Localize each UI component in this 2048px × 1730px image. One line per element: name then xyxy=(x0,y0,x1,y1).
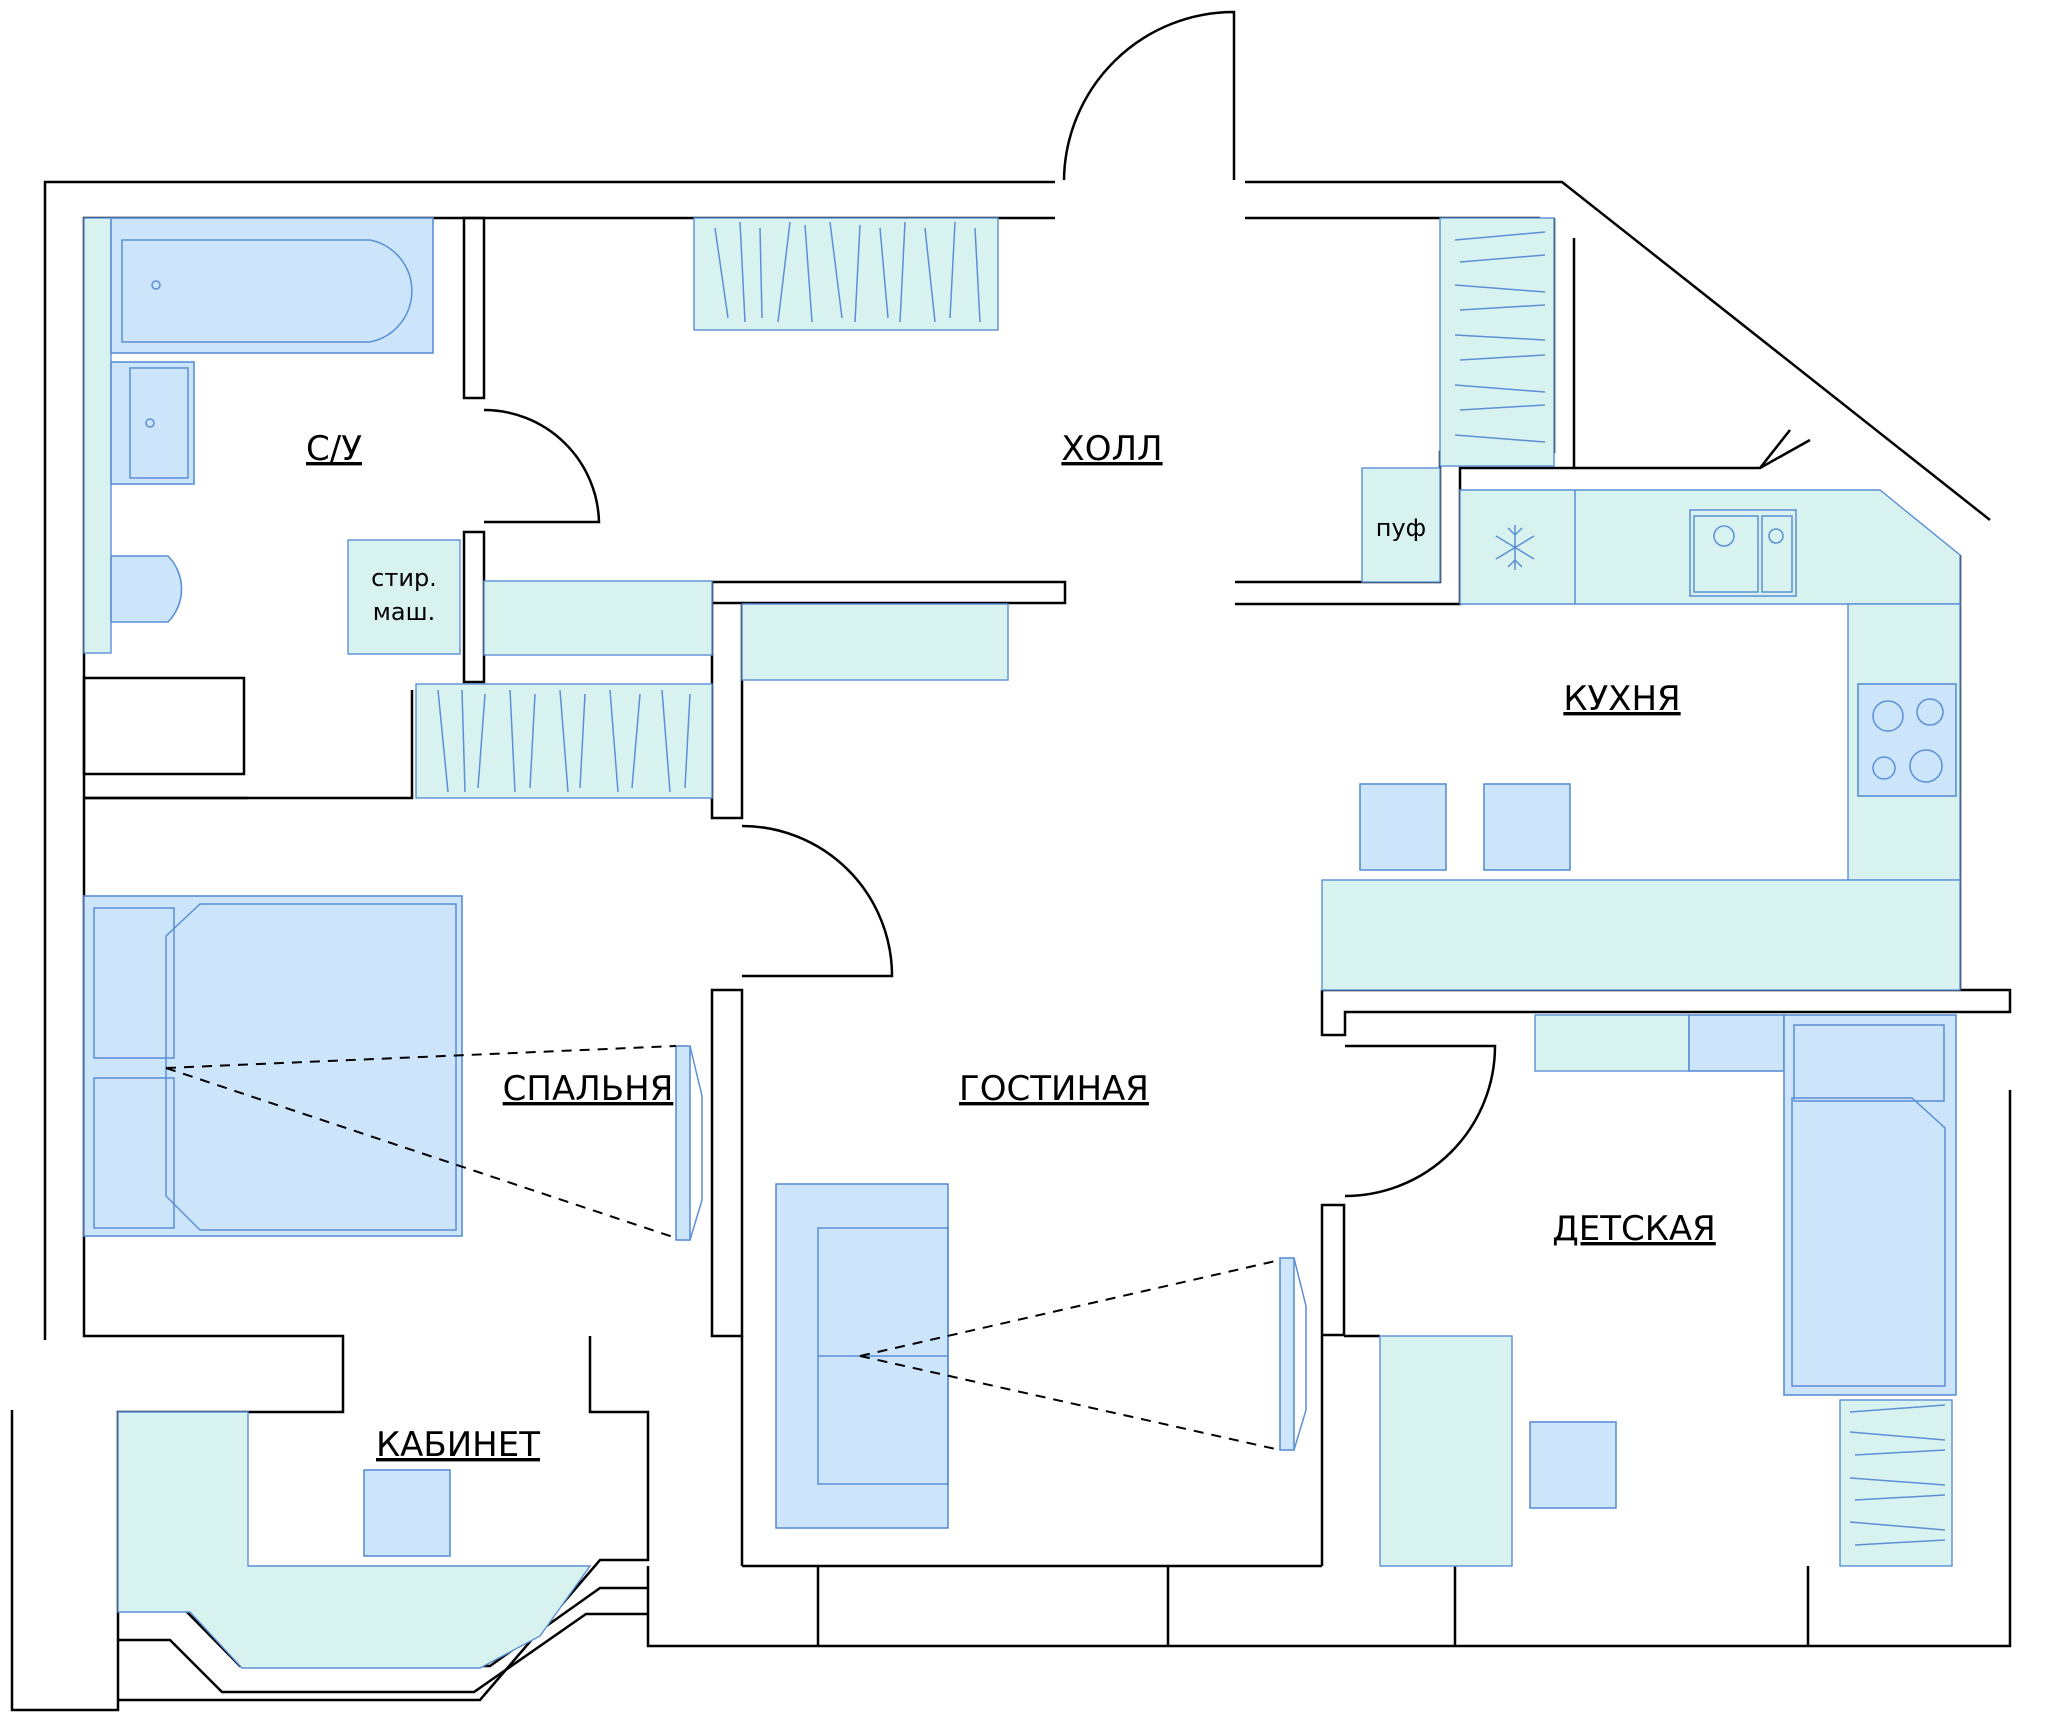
wall-bedroom-living xyxy=(710,988,744,1338)
nursery-furniture xyxy=(1379,1014,1957,1567)
label-living: ГОСТИНАЯ xyxy=(959,1069,1149,1109)
wall-storage xyxy=(1574,429,1791,470)
nursery-drawer xyxy=(1688,1014,1785,1072)
label-hall: ХОЛЛ xyxy=(1061,429,1162,469)
sink-drain-icon xyxy=(1713,525,1735,547)
wall-bedroom-top xyxy=(84,690,414,800)
bedroom-door xyxy=(741,824,894,978)
bedroom-view-lines xyxy=(165,1045,677,1239)
wall-kitchen-top xyxy=(1235,238,1576,606)
bedroom-wardrobe-hangers xyxy=(437,689,691,793)
wall-bath-post xyxy=(462,216,486,400)
snowflake-icon xyxy=(1495,525,1535,570)
nursery-chair xyxy=(1529,1421,1617,1509)
sink-drain-icon-2 xyxy=(1768,528,1784,544)
room-labels: С/У ХОЛЛ КУХНЯ СПАЛЬНЯ ГОСТИНАЯ ДЕТСКАЯ … xyxy=(306,429,1716,1465)
single-bed xyxy=(1783,1014,1957,1396)
nursery-wardrobe-hangers xyxy=(1849,1404,1946,1546)
hall-wardrobe-hangers xyxy=(714,221,981,323)
wardrobes: пуф xyxy=(415,217,1953,1567)
doors xyxy=(483,10,1497,1198)
pillow xyxy=(93,907,175,1059)
bedroom-tv xyxy=(675,1045,691,1241)
nursery-wardrobe xyxy=(1839,1399,1953,1567)
bar-stool xyxy=(1483,783,1571,871)
bar-stool xyxy=(1359,783,1447,871)
pouf-label: пуф xyxy=(1376,514,1426,542)
label-nursery: ДЕТСКАЯ xyxy=(1552,1209,1716,1249)
hall-cabinet-right xyxy=(741,603,1009,681)
bathroom-door xyxy=(483,408,601,524)
study-chair xyxy=(363,1469,451,1557)
sink-bowl-1 xyxy=(1693,515,1759,593)
kitchen-counter-top xyxy=(1459,489,1961,605)
window-study-2 xyxy=(118,1612,648,1694)
burner-icon xyxy=(1909,749,1943,783)
sink-faucet-icon xyxy=(145,418,155,428)
kitchen-wardrobe-hangers xyxy=(1454,231,1546,443)
stove xyxy=(1857,683,1957,797)
label-bathroom: С/У xyxy=(306,429,362,469)
outer-wall-bottom xyxy=(646,1090,2012,1648)
faucet-icon xyxy=(151,280,161,290)
label-bedroom: СПАЛЬНЯ xyxy=(503,1069,674,1109)
sink xyxy=(1689,509,1797,597)
label-kitchen: КУХНЯ xyxy=(1563,679,1680,719)
wall-bath-post-2 xyxy=(462,530,486,684)
burner-icon xyxy=(1872,756,1896,780)
pillow xyxy=(93,1077,175,1229)
study-furniture xyxy=(117,1411,592,1669)
kitchen-fixtures xyxy=(1321,489,1961,991)
bedroom-furniture xyxy=(83,895,703,1241)
wall-hall-mid xyxy=(484,580,1067,605)
bathtub-basin xyxy=(121,239,413,343)
washer-label-2: маш. xyxy=(373,598,435,626)
hall-cabinet-left xyxy=(483,580,713,656)
pillow xyxy=(1793,1024,1945,1102)
washer-label-1: стир. xyxy=(371,564,437,592)
living-furniture xyxy=(775,1183,1307,1529)
double-bed xyxy=(83,895,463,1237)
entrance-door xyxy=(1062,10,1236,181)
outer-wall-top-left xyxy=(43,180,1055,1340)
burner-icon xyxy=(1916,698,1944,726)
blanket xyxy=(165,903,457,1231)
living-tv-stand xyxy=(1293,1257,1307,1451)
study-desk xyxy=(117,1411,592,1669)
closet-box xyxy=(82,676,246,776)
bathroom-fixtures: стир. маш. xyxy=(83,217,461,655)
nursery-desk xyxy=(1379,1335,1513,1567)
nursery-door xyxy=(1344,1044,1497,1198)
living-tv xyxy=(1279,1257,1295,1451)
pouf xyxy=(1361,467,1441,583)
wall-nursery-post xyxy=(1320,1203,1346,1337)
sink-bowl-2 xyxy=(1761,515,1793,593)
wall-kitchen-nursery xyxy=(1320,988,2012,1037)
toilet xyxy=(110,555,183,623)
bedroom-tv-stand xyxy=(689,1045,703,1241)
washing-machine xyxy=(347,539,461,655)
label-study: КАБИНЕТ xyxy=(376,1425,540,1465)
burner-icon xyxy=(1872,700,1904,732)
outer-wall-top-right xyxy=(1245,180,1991,521)
bath-wall-cabinet xyxy=(83,217,112,654)
wall-hall-post xyxy=(710,582,744,820)
nursery-shelf xyxy=(1534,1014,1690,1072)
blanket xyxy=(1791,1097,1946,1387)
wall-study-right xyxy=(118,1336,650,1702)
wall-storage-diag xyxy=(1759,438,1811,470)
kitchen-island xyxy=(1321,879,1961,991)
sink-cabinet xyxy=(110,361,195,485)
sink-basin xyxy=(129,367,189,479)
